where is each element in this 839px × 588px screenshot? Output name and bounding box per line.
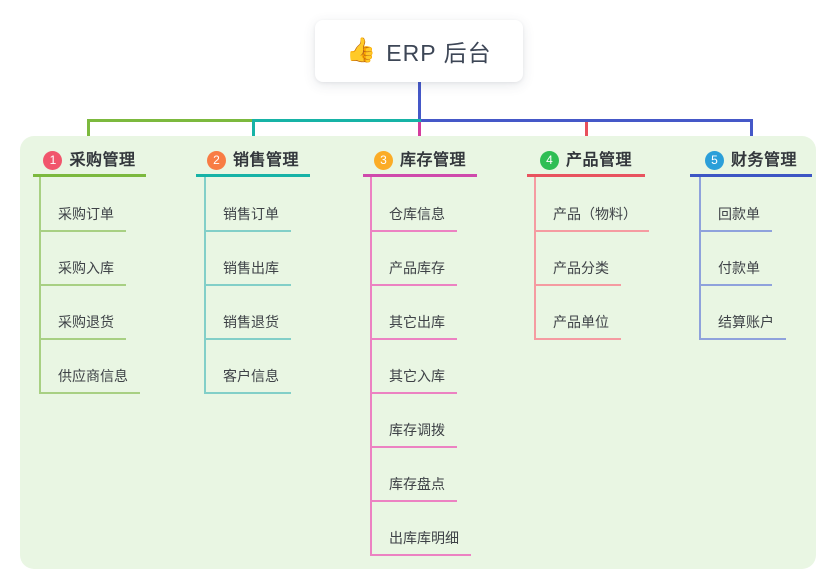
branch-title: 财务管理 (730, 151, 797, 169)
node-purchase-inbound[interactable]: 采购入库 (40, 258, 126, 286)
branch-number-badge: 4 (539, 151, 559, 170)
node-warehouse-info[interactable]: 仓库信息 (371, 204, 457, 232)
node-product-stock[interactable]: 产品库存 (371, 258, 457, 286)
thumbs-up-icon: 👍 (346, 37, 377, 64)
node-stock-transfer[interactable]: 库存调拨 (371, 420, 457, 448)
node-product-unit[interactable]: 产品单位 (535, 312, 621, 340)
branch-spine (370, 177, 372, 556)
branch-title: 销售管理 (232, 151, 299, 169)
branches-panel (20, 136, 816, 569)
branch-header-product[interactable]: 4 产品管理 (527, 147, 645, 177)
node-purchase-order[interactable]: 采购订单 (40, 204, 126, 232)
node-payment-bill[interactable]: 付款单 (700, 258, 772, 286)
node-other-inbound[interactable]: 其它入库 (371, 366, 457, 394)
branch-header-purchase[interactable]: 1 采购管理 (33, 147, 146, 177)
branch-spine (699, 177, 701, 340)
node-inout-detail[interactable]: 出库库明细 (371, 528, 471, 556)
branch-title: 采购管理 (69, 151, 136, 169)
branch-number-badge: 1 (43, 151, 63, 170)
branch-title: 产品管理 (565, 151, 632, 169)
branch-number-badge: 5 (704, 151, 724, 170)
node-customer-info[interactable]: 客户信息 (205, 366, 291, 394)
node-stock-taking[interactable]: 库存盘点 (371, 474, 457, 502)
node-receipt-bill[interactable]: 回款单 (700, 204, 772, 232)
node-product-category[interactable]: 产品分类 (535, 258, 621, 286)
node-product-material[interactable]: 产品（物料） (535, 204, 649, 232)
branch-header-inventory[interactable]: 3 库存管理 (363, 147, 477, 177)
node-sales-return[interactable]: 销售退货 (205, 312, 291, 340)
node-supplier-info[interactable]: 供应商信息 (40, 366, 140, 394)
root-node[interactable]: 👍 ERP 后台 (315, 20, 523, 82)
branch-number-badge: 3 (373, 151, 393, 170)
branch-header-finance[interactable]: 5 财务管理 (690, 147, 812, 177)
node-purchase-return[interactable]: 采购退货 (40, 312, 126, 340)
branch-spine (534, 177, 536, 340)
branch-header-sales[interactable]: 2 销售管理 (196, 147, 310, 177)
root-label: ERP 后台 (386, 40, 492, 66)
node-other-outbound[interactable]: 其它出库 (371, 312, 457, 340)
branch-number-badge: 2 (206, 151, 226, 170)
node-settlement-account[interactable]: 结算账户 (700, 312, 786, 340)
node-sales-outbound[interactable]: 销售出库 (205, 258, 291, 286)
branch-title: 库存管理 (399, 151, 466, 169)
node-sales-order[interactable]: 销售订单 (205, 204, 291, 232)
